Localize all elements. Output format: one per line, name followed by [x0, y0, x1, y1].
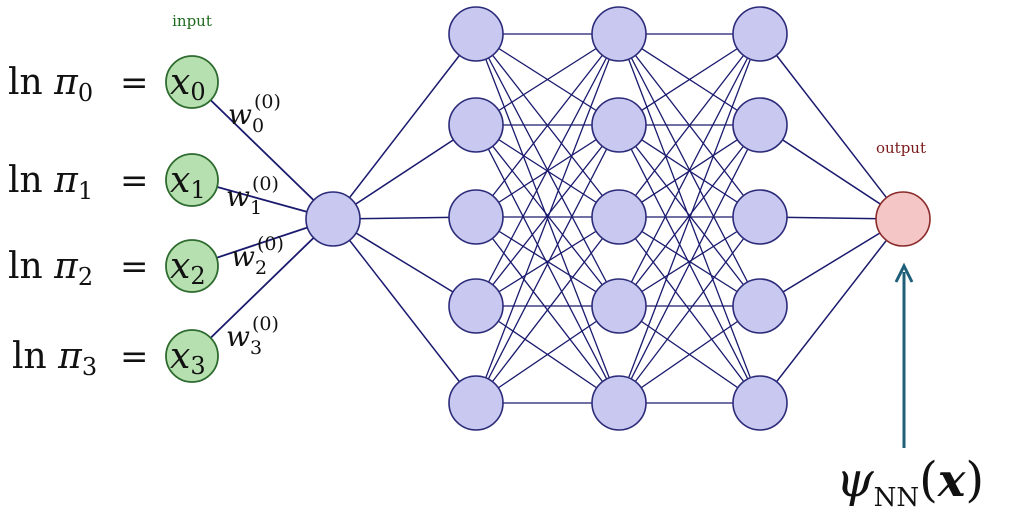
input-node-0 — [165, 55, 219, 109]
collector-edge-3 — [332, 218, 477, 307]
output-expression: ψNN(x) — [836, 452, 984, 513]
input-variable-2: x2 — [170, 246, 206, 290]
hidden-edge-1-3-1 — [618, 124, 761, 307]
collector-edge-1 — [332, 124, 477, 220]
weight-superscript-0: (0) — [254, 91, 281, 113]
hidden-node-0-3 — [448, 278, 504, 334]
hidden-edge-1-4-0 — [618, 33, 761, 404]
weight-superscript-1: (0) — [252, 173, 279, 195]
weight-label-0: w0 — [228, 98, 264, 137]
log-prob-label-1: ln π1 — [8, 160, 93, 205]
hidden-edge-1-1-0 — [618, 33, 761, 126]
psi-argument: x — [937, 453, 966, 507]
hidden-edge-0-4-3 — [475, 305, 620, 404]
output-arrow — [894, 262, 914, 448]
log-prob-label-0: ln π0 — [8, 62, 93, 107]
input-edge-3 — [191, 218, 334, 357]
network-nodes — [165, 6, 931, 431]
output-layer-label: output — [876, 139, 926, 157]
input-node-1 — [165, 153, 219, 207]
close-paren: ) — [965, 452, 984, 508]
output-edge-0 — [759, 33, 904, 220]
hidden-node-1-4 — [591, 375, 647, 431]
weight-label-3: w3 — [226, 320, 262, 359]
hidden-edge-0-2-0 — [475, 33, 620, 218]
open-paren: ( — [919, 452, 938, 508]
weight-superscript-2: (0) — [257, 233, 284, 255]
hidden-edge-1-3-0 — [618, 33, 761, 307]
hidden-node-0-1 — [448, 97, 504, 153]
output-node — [875, 191, 931, 247]
weight-label-2: w2 — [231, 240, 267, 279]
hidden-node-0-0 — [448, 6, 504, 62]
weight-superscript-3: (0) — [252, 313, 279, 335]
hidden-edge-1-2-0 — [618, 33, 761, 218]
hidden-node-1-1 — [591, 97, 647, 153]
log-prob-label-3: ln π3 — [12, 336, 97, 381]
input-variable-3: x3 — [170, 336, 206, 380]
output-edge-3 — [759, 218, 904, 307]
hidden-node-2-0 — [732, 6, 788, 62]
input-node-2 — [165, 239, 219, 293]
collector-edge-0 — [332, 33, 477, 220]
log-prob-label-2: ln π2 — [8, 246, 93, 291]
network-edges — [191, 33, 904, 404]
input-node-3 — [165, 329, 219, 383]
output-edge-4 — [759, 218, 904, 404]
hidden-node-1-3 — [591, 278, 647, 334]
equals-sign-0: = — [120, 63, 149, 103]
hidden-node-0-2 — [448, 189, 504, 245]
equals-sign-2: = — [120, 247, 149, 287]
hidden-node-1-2 — [591, 189, 647, 245]
input-variable-1: x1 — [170, 160, 206, 204]
equals-sign-1: = — [120, 161, 149, 201]
hidden-edge-0-1-0 — [475, 33, 620, 126]
hidden-edge-1-4-2 — [618, 216, 761, 404]
hidden-edge-0-3-1 — [475, 124, 620, 307]
hidden-node-2-1 — [732, 97, 788, 153]
hidden-edge-1-4-1 — [618, 124, 761, 404]
hidden-edge-1-4-3 — [618, 305, 761, 404]
hidden-edge-0-4-1 — [475, 124, 620, 404]
hidden-edge-0-3-2 — [475, 216, 620, 307]
hidden-edge-0-4-0 — [475, 33, 620, 404]
psi-subscript: NN — [874, 483, 920, 513]
hidden-edge-0-3-0 — [475, 33, 620, 307]
hidden-node-0-4 — [448, 375, 504, 431]
hidden-edge-0-4-2 — [475, 216, 620, 404]
aggregator-node — [305, 191, 361, 247]
hidden-node-2-4 — [732, 375, 788, 431]
input-edge-0 — [191, 81, 334, 220]
hidden-node-2-2 — [732, 189, 788, 245]
collector-edge-4 — [332, 218, 477, 404]
input-layer-label: input — [172, 12, 212, 30]
input-variable-0: x0 — [170, 62, 206, 106]
output-edge-1 — [759, 124, 904, 220]
hidden-node-2-3 — [732, 278, 788, 334]
equals-sign-3: = — [120, 337, 149, 377]
psi-symbol: ψ — [836, 452, 875, 508]
weight-label-1: w1 — [226, 180, 262, 219]
hidden-node-1-0 — [591, 6, 647, 62]
